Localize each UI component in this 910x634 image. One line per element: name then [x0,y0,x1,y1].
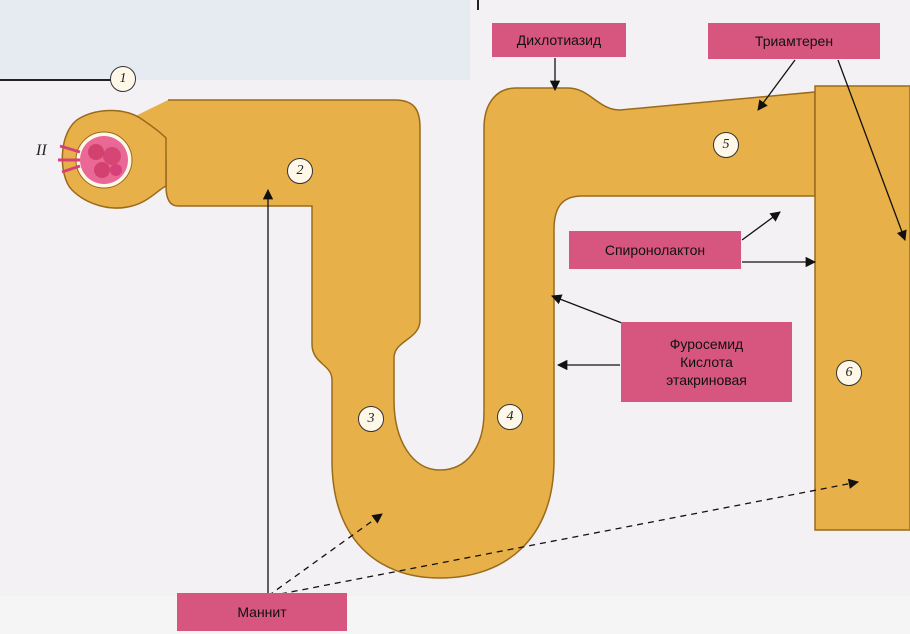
arrow-spironolactone-up [742,212,780,240]
segment-number-3: 3 [358,406,384,432]
label-furosemide-line-3: этакриновая [666,371,747,389]
label-spironolactone-text: Спиронолактон [605,241,705,259]
label-mannitol: Маннит [177,593,347,631]
label-triamterene: Триамтерен [708,23,880,59]
label-spironolactone: Спиронолактон [569,231,741,269]
segment-number-6: 6 [836,360,862,386]
glomerulus-marker: II [36,142,47,160]
segment-number-1: 1 [110,66,136,92]
label-hydrochlorothiazide-text: Дихлотиазид [517,31,601,49]
segment-number-5: 5 [713,132,739,158]
label-hydrochlorothiazide: Дихлотиазид [492,23,626,57]
label-mannitol-text: Маннит [237,603,286,621]
label-furosemide-line-2: Кислота [680,353,733,371]
segment-number-2: 2 [287,158,313,184]
label-furosemide-line-1: Фуросемид [670,335,743,353]
label-furosemide: Фуросемид Кислота этакриновая [621,322,792,402]
collecting-duct [815,86,910,530]
segment-number-4: 4 [497,404,523,430]
label-triamterene-text: Триамтерен [755,32,833,50]
